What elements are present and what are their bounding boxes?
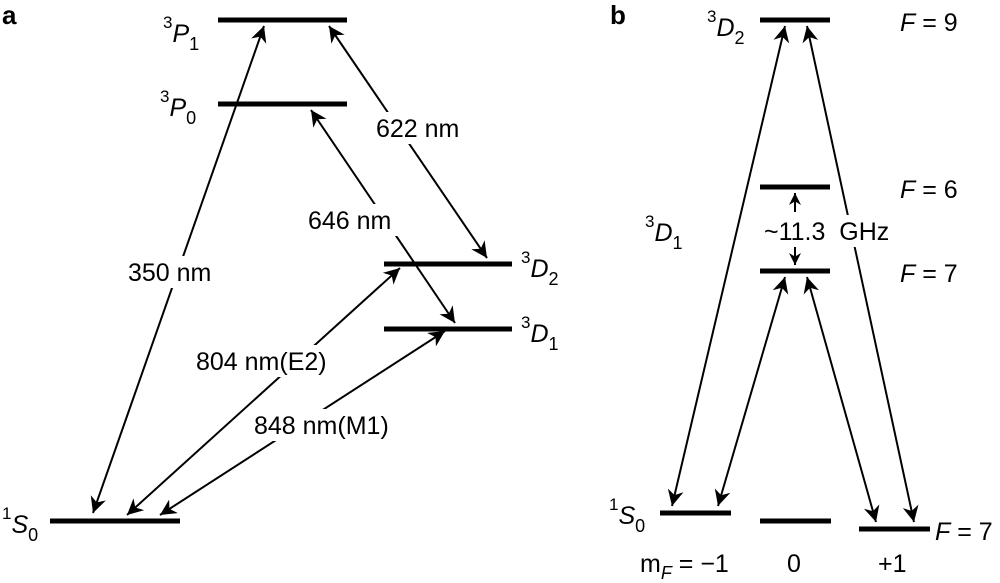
label-848nm: 848 nm(M1) bbox=[254, 412, 389, 440]
mf-plus1-label: +1 bbox=[878, 550, 907, 578]
panel-b-label: b bbox=[610, 0, 626, 30]
level-3d2-label: 3D2 bbox=[521, 248, 559, 289]
label-bg bbox=[303, 204, 409, 236]
arrow-804nm bbox=[126, 267, 401, 516]
label-350nm: 350 nm bbox=[128, 259, 211, 287]
f7-ground-label: F = 7 bbox=[935, 518, 993, 546]
level-1s0-label: 1S0 bbox=[2, 504, 38, 545]
label-bg bbox=[192, 345, 352, 377]
level-3d2-label-b: 3D2 bbox=[707, 7, 745, 48]
label-bg bbox=[760, 215, 920, 247]
mf-0-label: 0 bbox=[787, 550, 801, 578]
arrow-b-mfp1-f7 bbox=[803, 276, 880, 523]
level-3d1-label-b: 3D1 bbox=[645, 212, 683, 253]
f7-label: F = 7 bbox=[900, 260, 958, 288]
label-bg bbox=[250, 409, 418, 441]
arrow-b-mfm1-f9 bbox=[667, 25, 790, 507]
panel-a-label: a bbox=[2, 0, 17, 30]
level-3p0-label: 3P0 bbox=[160, 87, 196, 128]
level-1s0-label-b: 1S0 bbox=[609, 495, 645, 536]
panel-b: b 3D2 3D1 1S0 F = 9 F = 6 F = 7 F = 7 ~1… bbox=[609, 0, 993, 583]
f6-label: F = 6 bbox=[900, 176, 958, 204]
label-646nm: 646 nm bbox=[308, 207, 391, 235]
label-bg bbox=[122, 256, 232, 288]
panel-a: a 3P1 3P0 3D2 3D1 1S0 350 nm 622 nm 646 … bbox=[2, 0, 559, 545]
f9-label: F = 9 bbox=[900, 9, 958, 37]
label-622nm: 622 nm bbox=[376, 115, 459, 143]
label-bg bbox=[372, 112, 476, 144]
label-804nm: 804 nm(E2) bbox=[196, 348, 327, 376]
level-3d1-label: 3D1 bbox=[521, 313, 559, 354]
level-3p1-label: 3P1 bbox=[163, 13, 199, 54]
mf-minus1-label: mF = −1 bbox=[640, 550, 729, 583]
arrow-b-mfp1-f9 bbox=[802, 25, 919, 523]
splitting-label: ~11.3 GHz bbox=[764, 218, 889, 246]
arrow-b-mfm1-f7 bbox=[714, 276, 789, 507]
